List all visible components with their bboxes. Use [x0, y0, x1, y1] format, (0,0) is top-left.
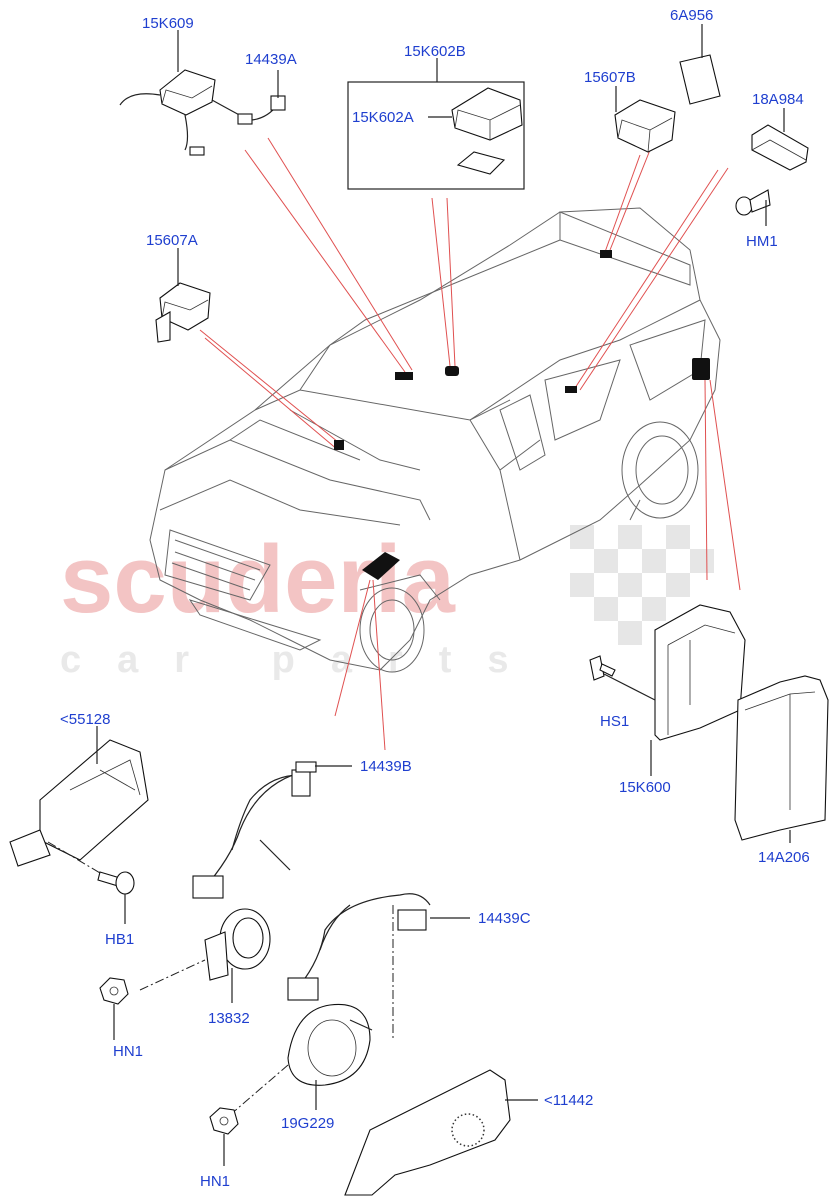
label-HN1-upper: HN1: [113, 1043, 143, 1060]
part-19G229-speaker: [229, 1003, 371, 1116]
label-15607B: 15607B: [584, 69, 636, 86]
part-18A984: [751, 124, 809, 171]
part-13832-horn: [139, 908, 271, 991]
part-6A956: [679, 54, 721, 105]
part-15607A: [155, 282, 211, 343]
label-15K600: 15K600: [619, 779, 671, 796]
part-14A206-cover: [734, 675, 829, 841]
watermark-brand: scuderia: [60, 526, 455, 633]
part-11442-trim: [344, 1069, 511, 1196]
label-6A956: 6A956: [670, 7, 713, 24]
part-HN1-nut-a: [99, 977, 129, 1005]
label-HN1-lower: HN1: [200, 1173, 230, 1190]
part-15K600-module: [654, 604, 746, 741]
label-HB1: HB1: [105, 931, 134, 948]
watermark-sub: car parts: [60, 639, 545, 681]
kit-box-15K602: [347, 81, 525, 190]
label-14439B: 14439B: [360, 758, 412, 775]
label-HS1: HS1: [600, 713, 629, 730]
part-55128-bracket: [9, 739, 149, 867]
watermark: scuderia car parts: [60, 525, 714, 681]
label-14439A: 14439A: [245, 51, 297, 68]
part-HM1-clip: [735, 189, 771, 216]
label-18A984: 18A984: [752, 91, 804, 108]
vehicle-markers: [334, 250, 710, 580]
part-15K609: [119, 69, 286, 156]
label-14A206: 14A206: [758, 849, 810, 866]
label-14439C: 14439C: [478, 910, 531, 927]
part-14439C-harness: [287, 893, 431, 1040]
label-11442: <11442: [544, 1092, 593, 1109]
label-15K602B: 15K602B: [404, 43, 466, 60]
label-15607A: 15607A: [146, 232, 198, 249]
label-HM1: HM1: [746, 233, 778, 250]
part-HN1-nut-b: [209, 1107, 239, 1135]
label-13832: 13832: [208, 1010, 250, 1027]
part-14439B-harness: [192, 761, 317, 899]
label-19G229: 19G229: [281, 1115, 334, 1132]
label-55128: <55128: [60, 711, 110, 728]
leader-lines: [199, 137, 741, 751]
part-15607B: [614, 99, 676, 153]
part-labels: 15K609 14439A 15K602B 15K602A 6A956 1560…: [60, 7, 810, 1190]
label-15K602A: 15K602A: [352, 109, 414, 126]
checker-flag: [570, 525, 714, 645]
part-HS1-screw: [589, 655, 616, 681]
label-15K609: 15K609: [142, 15, 194, 32]
